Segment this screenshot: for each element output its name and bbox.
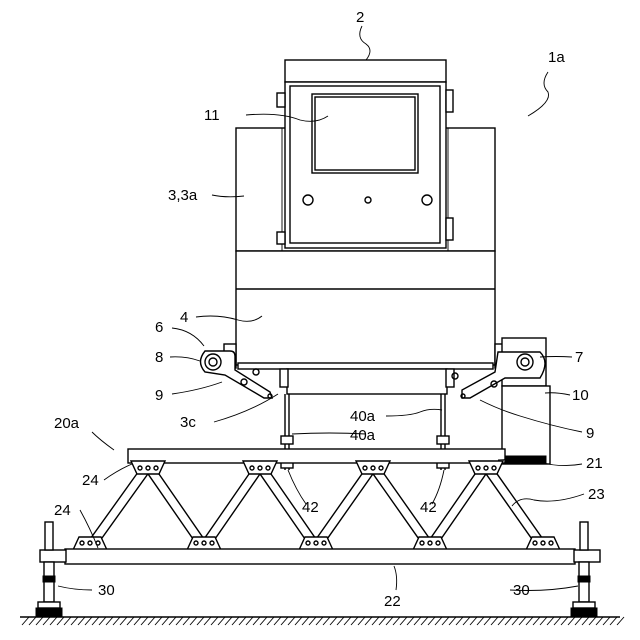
ground (20, 617, 624, 625)
label-4: 4 (180, 309, 188, 326)
label-24-lower: 24 (54, 502, 71, 519)
control-panel (277, 82, 453, 248)
label-20a: 20a (54, 415, 80, 432)
label-9-left: 9 (155, 387, 163, 404)
label-22: 22 (384, 593, 401, 610)
label-30-left: 30 (98, 582, 115, 599)
top-cover (285, 60, 446, 82)
label-1a: 1a (548, 49, 565, 66)
label-3-3a: 3,3a (168, 187, 198, 204)
label-9-right: 9 (586, 425, 594, 442)
upper-beam (128, 449, 505, 463)
leg-right (571, 522, 597, 616)
label-8: 8 (155, 349, 163, 366)
label-30-right: 30 (513, 582, 530, 599)
label-24-upper: 24 (82, 472, 99, 489)
label-3c: 3c (180, 414, 196, 431)
label-42-left: 42 (302, 499, 319, 516)
label-2: 2 (356, 9, 364, 26)
label-40a-upper: 40a (350, 408, 376, 425)
label-21: 21 (586, 455, 603, 472)
shielding-box (236, 251, 495, 365)
label-40a-lower: 40a (350, 427, 376, 444)
side-box (502, 386, 550, 464)
label-6: 6 (155, 319, 163, 336)
label-10: 10 (572, 387, 589, 404)
leg-left (36, 522, 62, 616)
label-42-right: 42 (420, 499, 437, 516)
label-7: 7 (575, 349, 583, 366)
label-11: 11 (204, 107, 220, 124)
lower-beam (40, 549, 600, 564)
label-23: 23 (588, 486, 605, 503)
